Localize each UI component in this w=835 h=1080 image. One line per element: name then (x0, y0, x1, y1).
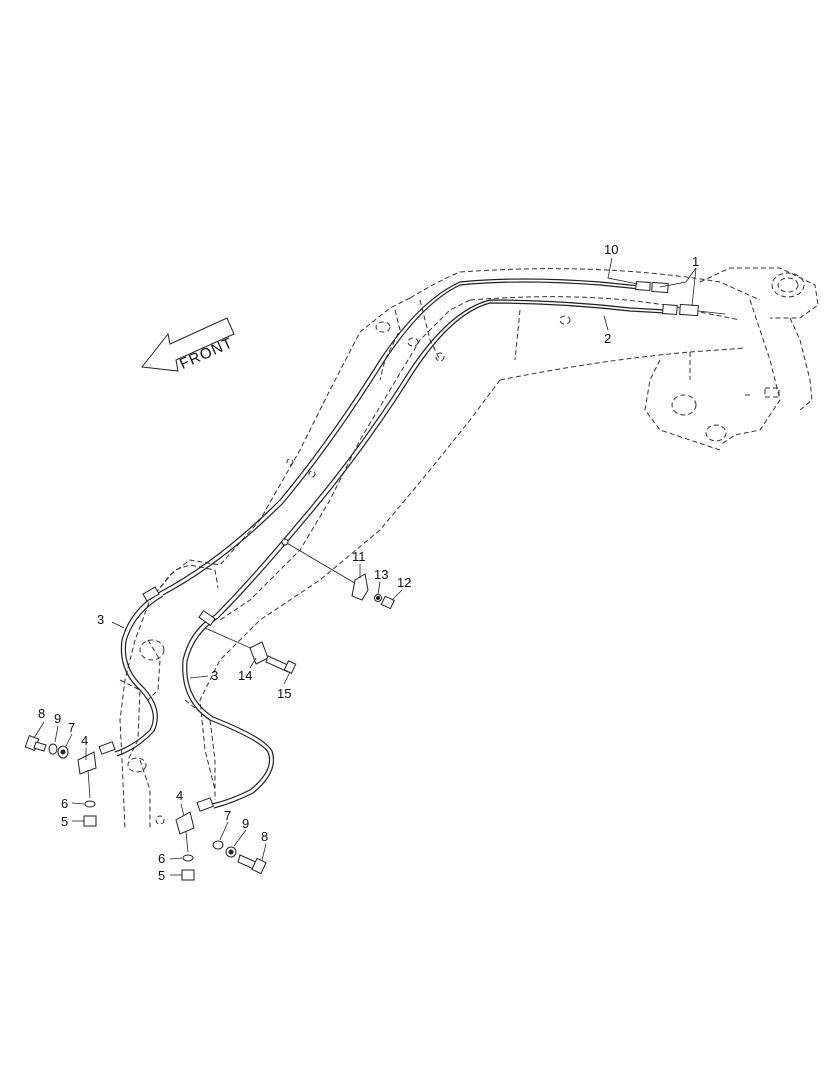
spacer-bolt-assembly (204, 627, 297, 674)
callout-6-left: 6 (61, 796, 68, 811)
clamp-assembly-upper (281, 538, 395, 610)
callout-4-left: 4 (81, 733, 88, 748)
right-clamp-group (175, 811, 267, 881)
callout-15: 15 (277, 686, 291, 701)
callout-8-left: 8 (38, 706, 45, 721)
callout-9-right: 9 (242, 816, 249, 831)
callout-4-right: 4 (176, 788, 183, 803)
callout-5-right: 5 (158, 868, 165, 883)
callout-14: 14 (238, 668, 252, 683)
leader-lines (33, 257, 697, 876)
callout-12: 12 (397, 575, 411, 590)
callout-9-left: 9 (54, 711, 61, 726)
callout-5-left: 5 (61, 814, 68, 829)
callout-2: 2 (604, 331, 611, 346)
callout-1: 1 (692, 254, 699, 269)
callout-7-right: 7 (224, 808, 231, 823)
callout-6-right: 6 (158, 851, 165, 866)
callout-10: 10 (604, 242, 618, 257)
callout-11: 11 (352, 549, 366, 564)
boom-foot-bracket (644, 267, 819, 451)
lower-hoses (98, 586, 275, 812)
boom-structure (119, 268, 761, 831)
callout-3-right: 3 (211, 668, 218, 683)
front-arrow: FRONT (141, 317, 236, 373)
callout-7-left: 7 (68, 720, 75, 735)
callout-labels: 10 1 2 11 13 12 3 3 14 15 8 9 7 4 6 5 4 … (38, 242, 699, 883)
left-clamp-group (24, 735, 97, 827)
callout-8-right: 8 (261, 829, 268, 844)
boom-hoses (159, 278, 666, 619)
callout-13: 13 (374, 567, 388, 582)
upper-fittings (635, 280, 726, 317)
callout-3-left: 3 (97, 612, 104, 627)
